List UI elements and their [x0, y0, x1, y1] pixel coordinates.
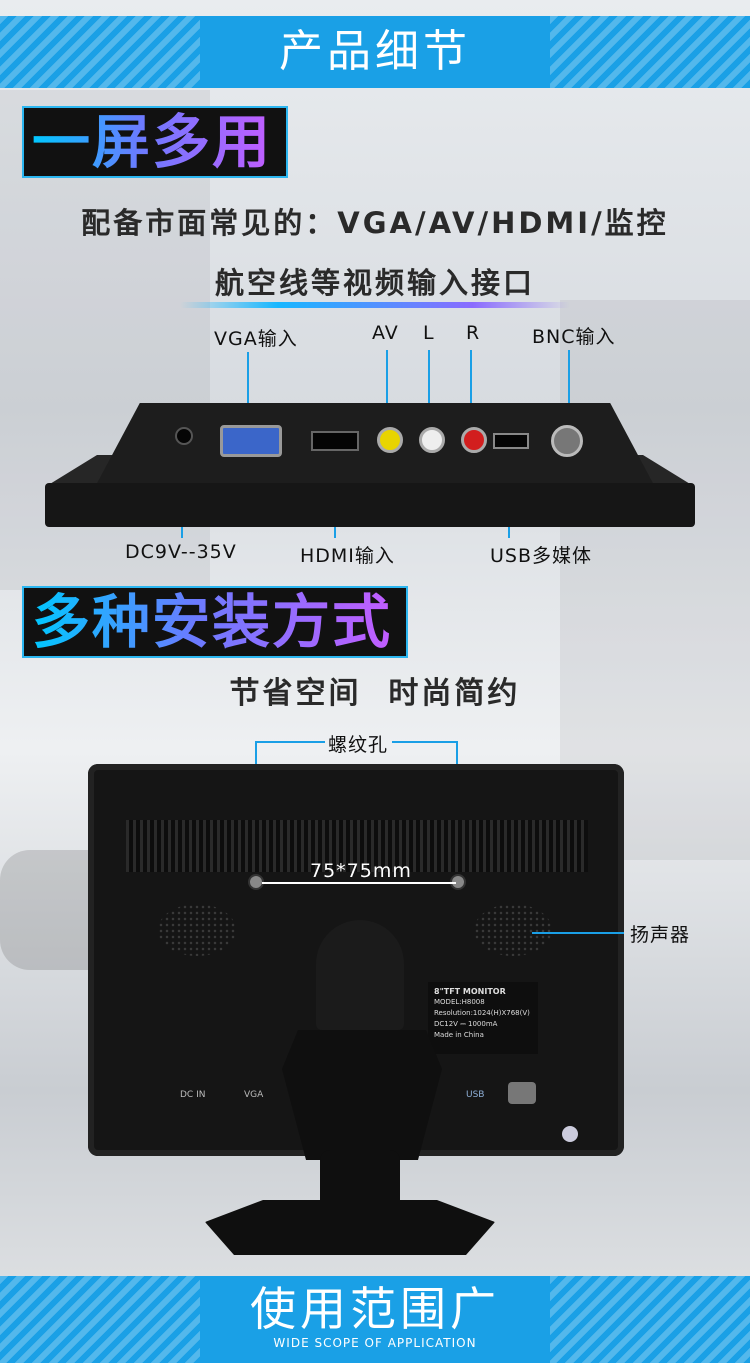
footer-stripes-right	[550, 1276, 750, 1363]
banner-stripes-left	[0, 16, 200, 88]
back-port-text-dc: DC IN	[180, 1090, 206, 1100]
dimension-line	[262, 882, 456, 884]
section-tag-installation: 多种安装方式	[22, 586, 409, 658]
leader-screw-top	[255, 741, 325, 743]
label-av: AV	[372, 322, 399, 344]
footer-banner: 使用范围广 WIDE SCOPE OF APPLICATION	[0, 1276, 750, 1363]
label-r: R	[466, 322, 481, 344]
back-bnc-port-icon	[508, 1082, 536, 1104]
label-dc-power: DC9V--35V	[125, 541, 237, 563]
leader-speaker	[532, 932, 624, 934]
spec-label: 8"TFT MONITOR MODEL:H8008 Resolution:102…	[428, 982, 538, 1054]
spec-label-line2: MODEL:H8008	[434, 998, 485, 1006]
spec-label-line5: Made in China	[434, 1031, 484, 1039]
footer-stripes-left	[0, 1276, 200, 1363]
av-video-jack-icon	[377, 427, 403, 453]
footer-title: 使用范围广	[250, 1282, 500, 1336]
speaker-grille-left	[158, 904, 236, 956]
footer-subtitle: WIDE SCOPE OF APPLICATION	[273, 1336, 477, 1350]
bnc-port-icon	[551, 425, 583, 457]
ports-caption-line1: 配备市面常见的：VGA/AV/HDMI/监控	[81, 206, 669, 240]
leader-r	[470, 350, 472, 432]
label-vga-input: VGA输入	[214, 328, 298, 350]
label-l: L	[423, 322, 435, 344]
label-speaker: 扬声器	[630, 924, 691, 946]
label-bnc-input: BNC输入	[532, 326, 616, 348]
label-hdmi-input: HDMI输入	[300, 545, 395, 567]
vent-grille	[126, 820, 588, 872]
leader-l	[428, 350, 430, 432]
hdmi-port-icon	[311, 431, 359, 451]
stand-plate	[316, 920, 404, 1030]
dc-port-icon	[175, 427, 193, 445]
label-usb-media: USB多媒体	[490, 545, 593, 567]
sticker-badge-icon	[562, 1126, 578, 1142]
label-vesa-distance: 75*75mm	[310, 860, 412, 882]
label-screw-holes: 螺纹孔	[328, 734, 389, 756]
stand-bracket	[282, 1030, 442, 1160]
header-banner: 产品细节	[0, 16, 750, 88]
speaker-grille-right	[474, 904, 552, 956]
back-port-text-vga: VGA	[244, 1090, 264, 1100]
monitor-front-edge	[45, 483, 695, 527]
usb-port-icon	[493, 433, 529, 449]
ports-caption-line2: 航空线等视频输入接口	[214, 266, 535, 300]
page-title: 产品细节	[279, 26, 471, 77]
vga-port-icon	[220, 425, 282, 457]
caption-underline	[180, 302, 570, 308]
banner-stripes-right	[550, 16, 750, 88]
section-tag-text: 一屏多用	[32, 108, 273, 176]
spec-label-line4: DC12V ⎓ 1000mA	[434, 1020, 498, 1028]
back-port-text-usb: USB	[466, 1090, 485, 1100]
spec-label-line1: 8"TFT MONITOR	[434, 987, 506, 996]
install-caption: 节省空间 时尚简约	[229, 676, 521, 711]
spec-label-line3: Resolution:1024(H)X768(V)	[434, 1009, 530, 1017]
audio-l-jack-icon	[419, 427, 445, 453]
monitor-bottom-view	[45, 395, 695, 527]
section-tag-multi-use: 一屏多用	[22, 106, 289, 178]
leader-vga	[247, 352, 249, 432]
audio-r-jack-icon	[461, 427, 487, 453]
stand-base	[205, 1200, 495, 1255]
leader-bnc	[568, 350, 570, 432]
leader-av	[386, 350, 388, 432]
leader-screw-top-right	[392, 741, 458, 743]
section-tag-text: 多种安装方式	[32, 588, 393, 656]
